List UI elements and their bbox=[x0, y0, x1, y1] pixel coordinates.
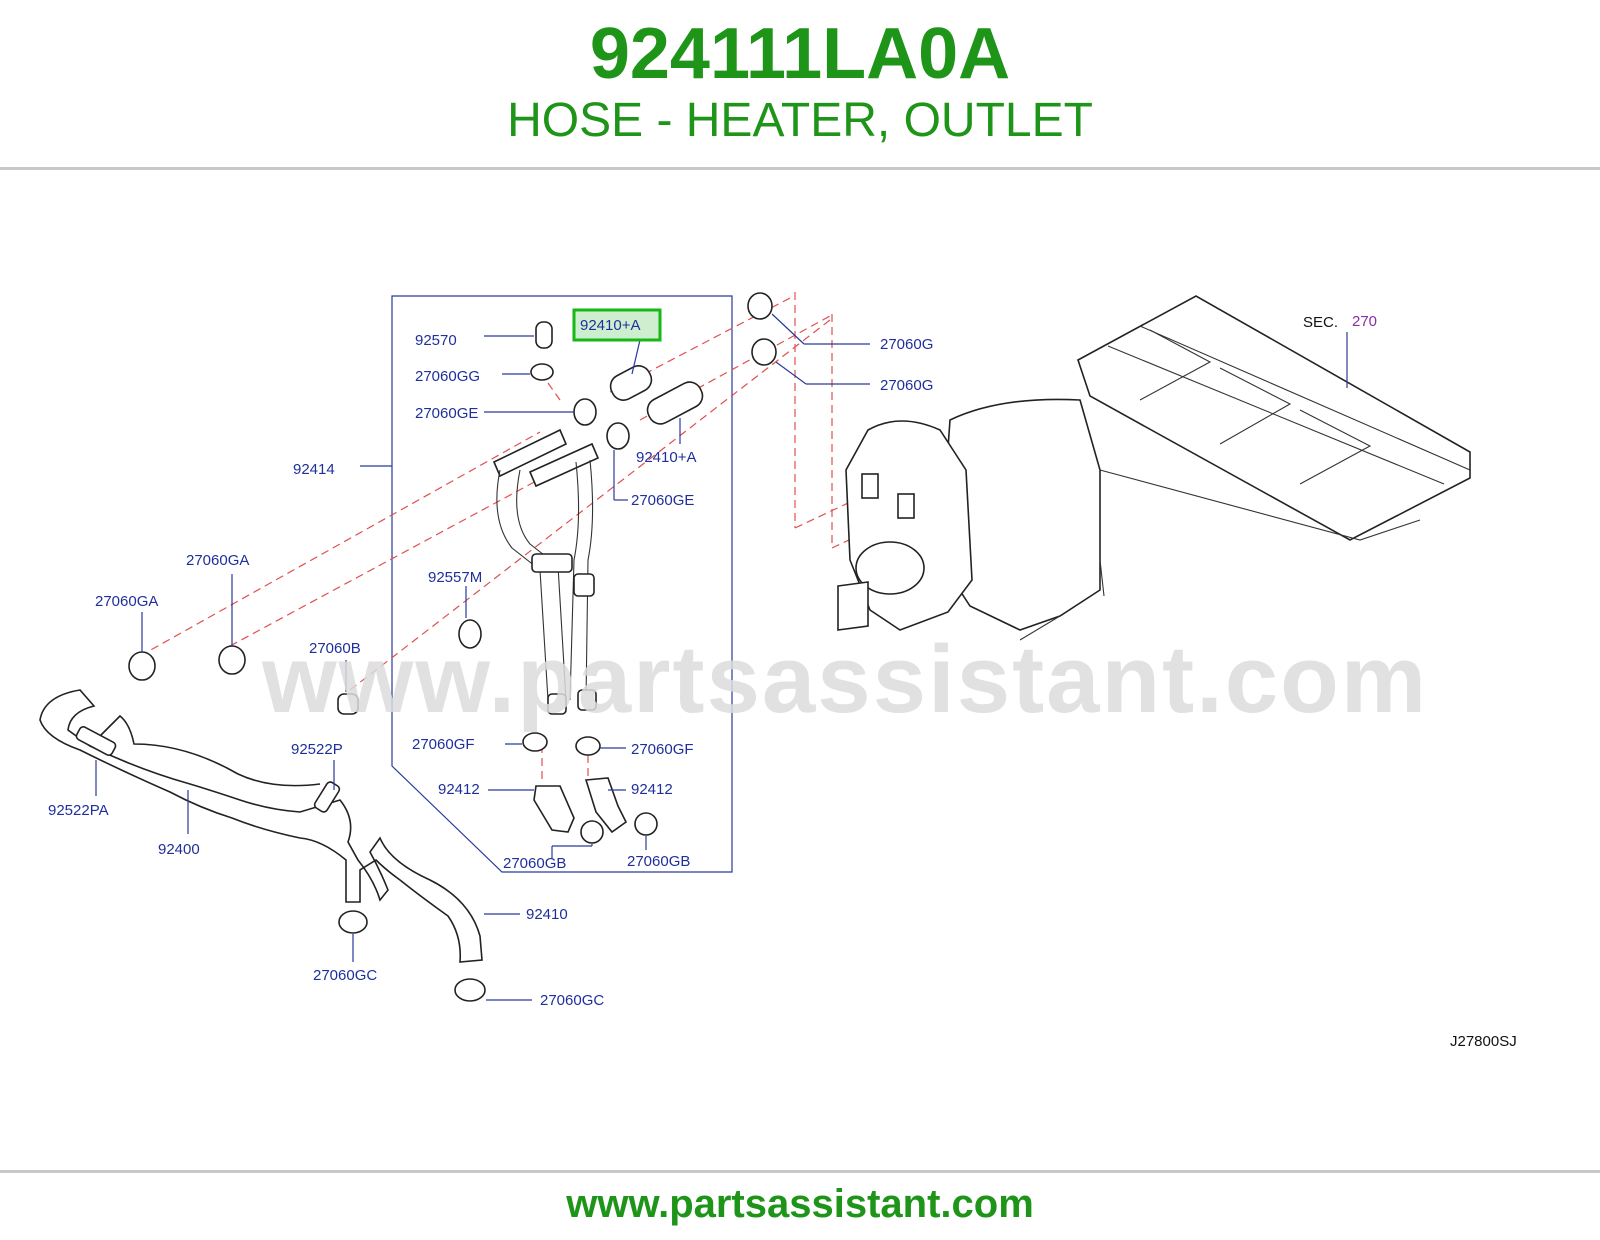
label-27060GE-upper[interactable]: 27060GE bbox=[415, 405, 478, 422]
label-27060GF-right[interactable]: 27060GF bbox=[631, 741, 694, 758]
drawing-code: J27800SJ bbox=[1450, 1033, 1517, 1050]
label-92410A-highlighted[interactable]: 92410+A bbox=[580, 317, 640, 334]
section-prefix: SEC. bbox=[1303, 314, 1338, 331]
label-92570[interactable]: 92570 bbox=[415, 332, 457, 349]
highlighted-part-box[interactable] bbox=[572, 308, 662, 342]
label-92410A-lower[interactable]: 92410+A bbox=[636, 449, 696, 466]
label-27060GB-right[interactable]: 27060GB bbox=[627, 853, 690, 870]
label-92410[interactable]: 92410 bbox=[526, 906, 568, 923]
label-27060GC-right[interactable]: 27060GC bbox=[540, 992, 604, 1009]
label-92557M[interactable]: 92557M bbox=[428, 569, 482, 586]
label-27060GB-left[interactable]: 27060GB bbox=[503, 855, 566, 872]
label-27060GA-lower[interactable]: 27060GA bbox=[95, 593, 158, 610]
label-27060GC-left[interactable]: 27060GC bbox=[313, 967, 377, 984]
label-27060GE-lower[interactable]: 27060GE bbox=[631, 492, 694, 509]
label-27060G-upper[interactable]: 27060G bbox=[880, 336, 933, 353]
label-92412-right[interactable]: 92412 bbox=[631, 781, 673, 798]
engine-manifold-drawing bbox=[837, 295, 1471, 641]
footer-site-url[interactable]: www.partsassistant.com bbox=[566, 1182, 1034, 1226]
page-header: 924111LA0A HOSE - HEATER, OUTLET bbox=[0, 0, 1600, 168]
label-27060B[interactable]: 27060B bbox=[309, 640, 361, 657]
clips-27060G bbox=[747, 292, 870, 385]
left-parts bbox=[39, 574, 532, 1002]
label-27060GG[interactable]: 27060GG bbox=[415, 368, 480, 385]
parts-diagram: 92410+A 92570 27060GG 27060GE 92414 9241… bbox=[39, 292, 1517, 1050]
label-92522PA[interactable]: 92522PA bbox=[48, 802, 109, 819]
label-27060G-lower[interactable]: 27060G bbox=[880, 377, 933, 394]
label-92414[interactable]: 92414 bbox=[293, 461, 335, 478]
label-92412-left[interactable]: 92412 bbox=[438, 781, 480, 798]
assembly-parts bbox=[458, 321, 704, 858]
header-divider bbox=[0, 167, 1600, 170]
label-92522P[interactable]: 92522P bbox=[291, 741, 343, 758]
part-description: HOSE - HEATER, OUTLET bbox=[507, 94, 1093, 147]
footer-divider bbox=[0, 1170, 1600, 1173]
section-number-link[interactable]: 270 bbox=[1352, 313, 1377, 330]
part-number-title: 924111LA0A bbox=[589, 14, 1011, 94]
label-92400[interactable]: 92400 bbox=[158, 841, 200, 858]
watermark-text: www.partsassistant.com bbox=[262, 626, 1429, 733]
label-27060GF-left[interactable]: 27060GF bbox=[412, 736, 475, 753]
label-27060GA-upper[interactable]: 27060GA bbox=[186, 552, 249, 569]
assembly-group-box bbox=[391, 295, 733, 873]
